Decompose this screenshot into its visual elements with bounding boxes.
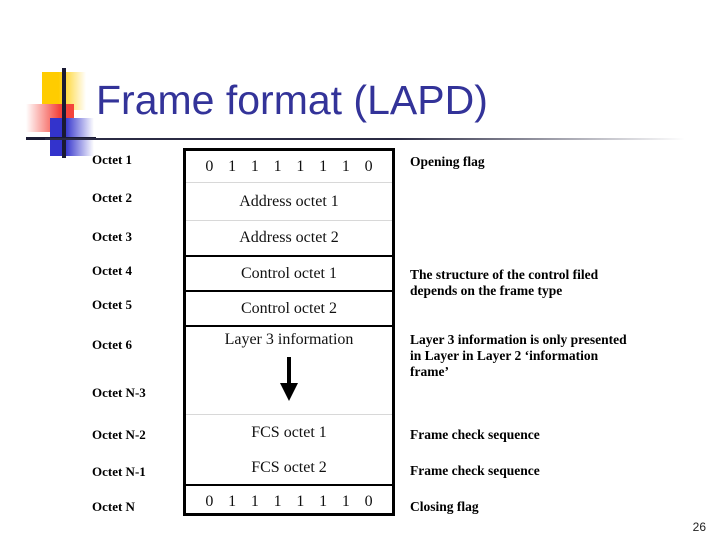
note-control-structure: The structure of the control filed depen… xyxy=(410,267,599,298)
title-divider xyxy=(45,138,685,140)
bit-2: 1 xyxy=(250,492,259,510)
closing-flag-bits: 0 1 1 1 1 1 1 0 xyxy=(186,493,392,511)
bit-6: 1 xyxy=(341,157,350,175)
opening-flag-bits: 0 1 1 1 1 1 1 0 xyxy=(186,158,392,176)
bit-4: 1 xyxy=(296,492,305,510)
address-octet-2-row: Address octet 2 xyxy=(186,221,392,257)
bit-0: 0 xyxy=(205,157,214,175)
layer-3-information-row: Layer 3 information xyxy=(186,327,392,415)
octet-label-1: Octet 1 xyxy=(92,152,133,167)
octet-label-2: Octet 2 xyxy=(92,190,133,205)
control-octet-1-row: Control octet 1 xyxy=(186,257,392,292)
note-frame-check-sequence-1: Frame check sequence xyxy=(410,427,540,442)
opening-flag-row: 0 1 1 1 1 1 1 0 xyxy=(186,151,392,183)
lapd-frame-diagram: Octet 1 Octet 2 Octet 3 Octet 4 Octet 5 … xyxy=(0,146,720,526)
note-layer3-information: Layer 3 information is only presented in… xyxy=(410,332,627,379)
note-opening-flag: Opening flag xyxy=(410,154,485,169)
closing-flag-row: 0 1 1 1 1 1 1 0 xyxy=(186,486,392,517)
fcs-octet-1-row: FCS octet 1 xyxy=(251,424,327,441)
bit-1: 1 xyxy=(228,157,237,175)
note-closing-flag: Closing flag xyxy=(410,499,479,514)
bit-7: 0 xyxy=(364,157,373,175)
address-octet-1-row: Address octet 1 xyxy=(186,183,392,221)
bit-6: 1 xyxy=(341,492,350,510)
octet-label-n-1: Octet N-1 xyxy=(92,464,146,479)
page-number: 26 xyxy=(692,520,706,534)
octet-label-n-2: Octet N-2 xyxy=(92,427,146,442)
bit-3: 1 xyxy=(273,157,282,175)
octet-label-n-3: Octet N-3 xyxy=(92,385,146,400)
octet-label-3: Octet 3 xyxy=(92,229,133,244)
down-arrow-icon xyxy=(186,357,392,403)
bit-7: 0 xyxy=(364,492,373,510)
note-frame-check-sequence-2: Frame check sequence xyxy=(410,463,540,478)
bit-3: 1 xyxy=(273,492,282,510)
bit-5: 1 xyxy=(319,492,328,510)
bit-4: 1 xyxy=(296,157,305,175)
frame-structure-table: 0 1 1 1 1 1 1 0 Address octet 1 Address … xyxy=(183,148,395,516)
fcs-octet-2-row: FCS octet 2 xyxy=(186,451,392,486)
octet-label-6: Octet 6 xyxy=(92,337,133,352)
octet-label-5: Octet 5 xyxy=(92,297,133,312)
bit-1: 1 xyxy=(228,492,237,510)
logo-vertical-line xyxy=(62,68,66,158)
page-title: Frame format (LAPD) xyxy=(96,77,488,123)
control-octet-2-row: Control octet 2 xyxy=(186,292,392,327)
decorative-logo xyxy=(26,68,100,158)
bit-0: 0 xyxy=(205,492,214,510)
bit-5: 1 xyxy=(319,157,328,175)
octet-label-4: Octet 4 xyxy=(92,263,133,278)
octet-label-n: Octet N xyxy=(92,499,135,514)
bit-2: 1 xyxy=(250,157,259,175)
layer-3-information-label: Layer 3 information xyxy=(224,331,354,348)
